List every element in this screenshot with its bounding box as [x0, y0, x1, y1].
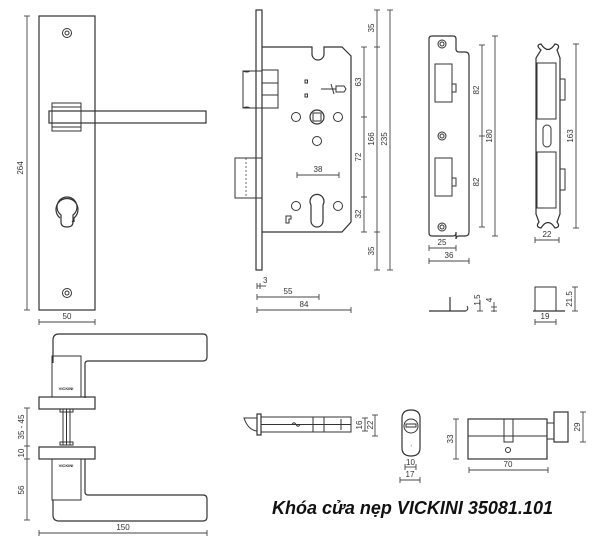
dim-label-150: 150	[116, 523, 130, 532]
dim-label-3: 3	[263, 276, 268, 285]
strike-plate: 82 82 180 25 36 1.5	[428, 35, 498, 312]
upper-lever	[52, 333, 208, 398]
dim-strike-spacing: 82 82	[472, 44, 485, 228]
dim-cylinder-profile: 10 17	[399, 458, 421, 483]
mortise-lock-body: 38 63 72 32 35 166 35 235	[234, 9, 393, 313]
strike-screw-top-icon	[437, 39, 447, 49]
dim-strike-height: 180	[485, 35, 498, 237]
dim-horizontal-chain: 3 55 84	[256, 276, 352, 313]
dim-label-29: 29	[573, 422, 582, 431]
strike-screw-bottom-icon	[437, 222, 447, 232]
dim-handle-length: 150	[38, 523, 208, 536]
dim-cylinder-length: 70	[468, 460, 549, 473]
dim-label-35-45: 35 - 45	[17, 414, 26, 439]
strike-box-outline	[535, 43, 561, 229]
latch-bolt-side: 16 22	[243, 413, 378, 437]
dim-label-72: 72	[354, 152, 363, 161]
dim-section-chain: 63 72 32	[354, 46, 367, 233]
keyhole-outline	[56, 196, 78, 228]
spindle-and-screws	[59, 408, 74, 446]
cylinder-side: 33 70 29	[446, 411, 586, 473]
dim-label-17: 17	[406, 470, 415, 479]
dim-label-166: 166	[367, 132, 376, 146]
escutcheon-plate	[38, 15, 96, 311]
dim-label-10: 10	[17, 448, 26, 457]
strike-plate-outline	[428, 35, 470, 240]
dim-label-16: 16	[355, 420, 364, 429]
dim-label-235: 235	[380, 132, 389, 146]
dim-label-35-bottom: 35	[367, 246, 376, 255]
dim-label-180: 180	[485, 129, 494, 143]
dim-label-84: 84	[300, 300, 309, 309]
dim-label-21-5: 21.5	[565, 291, 574, 307]
lock-internal-details	[285, 79, 347, 228]
dim-label-25: 25	[438, 238, 447, 247]
lever-handle-front	[48, 102, 207, 132]
strike-box: 163 22 21.5 19	[533, 43, 579, 325]
dim-label-82-lower: 82	[472, 177, 481, 186]
dim-label-163: 163	[566, 129, 575, 143]
dim-strike-box-height: 163	[566, 43, 579, 229]
dim-strike-box-width: 22	[534, 230, 560, 243]
dim-label-82-upper: 82	[472, 85, 481, 94]
product-title: Khóa cửa nẹp VICKINI 35081.101	[272, 498, 553, 518]
screw-hole-top-icon	[62, 28, 72, 38]
handle-side-view: VICKINI VICKINI 35 - 45 10 56 150	[17, 333, 208, 536]
lock-faceplate	[255, 9, 263, 271]
dim-label-63: 63	[354, 77, 363, 86]
strike-box-side-profile: 21.5 19	[533, 286, 578, 325]
dim-cylinder-spacing: 38	[296, 165, 340, 178]
dim-label-70: 70	[504, 460, 513, 469]
dim-label-19: 19	[541, 312, 550, 321]
lock-case	[262, 46, 352, 233]
strike-screw-mid-icon	[437, 131, 447, 141]
dim-label-32: 32	[354, 209, 363, 218]
dim-label-35-top: 35	[367, 23, 376, 32]
lower-rose	[38, 446, 96, 460]
dim-label-22: 22	[543, 230, 552, 239]
cylinder-profile: ↑ 10 17	[399, 409, 421, 483]
dim-label-33: 33	[446, 434, 455, 443]
dim-label-36: 36	[445, 251, 454, 260]
brand-mark-top: VICKINI	[59, 386, 74, 391]
dim-label-1-5: 1.5	[473, 294, 482, 306]
dim-label-10-cyl: 10	[406, 458, 415, 467]
spindle-hole	[309, 109, 325, 125]
upper-rose	[38, 396, 96, 410]
dim-label-50: 50	[63, 312, 72, 321]
dim-cylinder-height: 33	[446, 418, 459, 460]
handle-plate-front-view: 264 50	[16, 15, 207, 325]
keyhole-cutout	[55, 197, 79, 223]
dim-knob-height: 29	[573, 411, 586, 443]
dim-offset-chain: 35 166 35	[367, 9, 380, 271]
dim-latch-bolt: 16 22	[355, 414, 378, 437]
dim-label-4: 4	[485, 297, 494, 302]
dim-label-55: 55	[284, 287, 293, 296]
brand-mark-bottom: VICKINI	[59, 463, 74, 468]
dim-plate-height: 264	[16, 15, 30, 311]
latch-bolt-front	[242, 69, 279, 109]
dim-label-38: 38	[314, 165, 323, 174]
dim-total-height: 235	[380, 9, 393, 271]
screw-hole-bottom-icon	[62, 288, 72, 298]
dim-strike-width: 25 36	[428, 238, 470, 264]
cylinder-cutout	[309, 193, 325, 228]
strike-plate-side-profile: 1.5 4	[429, 294, 497, 312]
dim-label-56: 56	[17, 485, 26, 494]
cylinder-key-icon: ↑	[410, 443, 412, 448]
lower-lever	[52, 459, 208, 522]
dim-label-264: 264	[16, 161, 25, 175]
dim-label-22-latch: 22	[366, 420, 375, 429]
dim-handle-vertical: 35 - 45 10 56	[17, 407, 30, 521]
deadbolt-front	[234, 157, 263, 199]
dim-plate-width: 50	[38, 312, 96, 325]
